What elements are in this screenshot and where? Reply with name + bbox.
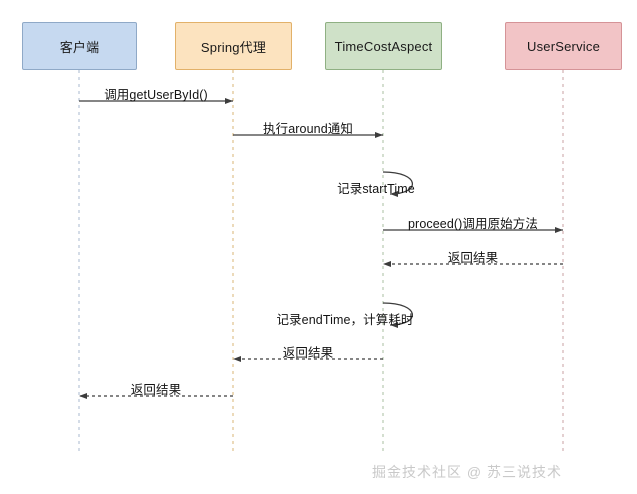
watermark: 掘金技术社区 @ 苏三说技术 <box>372 464 562 480</box>
participant-client[interactable]: 客户端 <box>22 22 137 70</box>
message-label-m1: 调用getUserById() <box>104 88 208 102</box>
participant-time-cost-aspect[interactable]: TimeCostAspect <box>325 22 442 70</box>
participant-user-service[interactable]: UserService <box>505 22 622 70</box>
participant-label: UserService <box>527 38 600 54</box>
message-arrow-m6[interactable] <box>382 302 414 328</box>
message-label-m7: 返回结果 <box>282 346 334 360</box>
participant-label: Spring代理 <box>200 39 267 55</box>
message-label-m4: proceed()调用原始方法 <box>408 217 538 231</box>
message-arrow-m3[interactable] <box>382 171 414 197</box>
message-label-m3: 记录startTime <box>337 182 415 196</box>
participant-label: 客户端 <box>59 39 100 55</box>
message-arrows-group <box>79 98 563 399</box>
participant-spring-proxy[interactable]: Spring代理 <box>175 22 292 70</box>
message-label-m8: 返回结果 <box>130 383 182 397</box>
message-label-m6: 记录endTime，计算耗时 <box>276 313 414 327</box>
participant-label: TimeCostAspect <box>334 38 433 54</box>
message-label-m2: 执行around通知 <box>263 122 353 136</box>
message-label-m5: 返回结果 <box>447 251 499 265</box>
